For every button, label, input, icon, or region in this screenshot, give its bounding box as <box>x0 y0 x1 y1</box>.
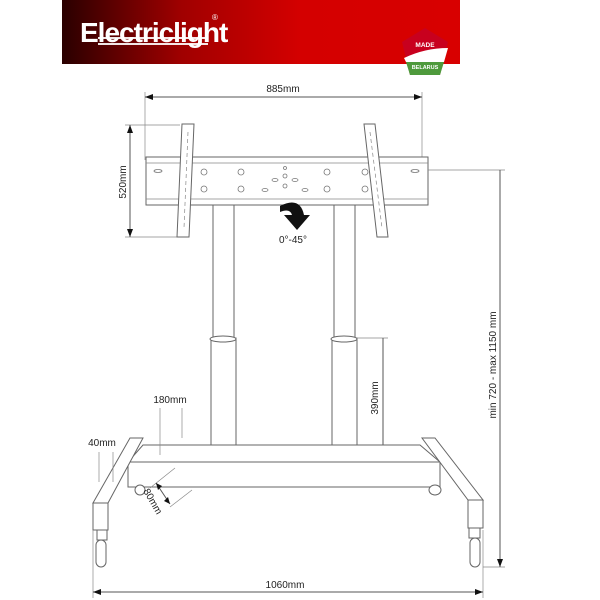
dimension-1060: 1060mm <box>92 530 484 598</box>
vesa-arm-left <box>176 123 195 238</box>
base-frame <box>92 437 485 531</box>
label-390: 390mm <box>370 381 381 414</box>
label-80: 80mm <box>140 487 163 517</box>
caster-wheel-right <box>468 527 481 568</box>
brand-logo: Electriclight <box>80 17 228 48</box>
badge-in: IN <box>422 56 428 62</box>
dimension-40: 40mm <box>88 438 116 482</box>
dimension-390: 390mm <box>357 337 390 459</box>
label-180: 180mm <box>153 395 186 406</box>
pole-left <box>207 204 240 457</box>
tilt-arrow-icon: 0°-45° <box>279 202 310 246</box>
badge-belarus: BELARUS <box>412 65 439 71</box>
label-885: 885mm <box>266 84 299 95</box>
dimension-180: 180mm <box>153 395 187 455</box>
made-in-belarus-badge: MADE IN BELARUS <box>402 28 448 75</box>
label-tilt: 0°-45° <box>279 235 307 246</box>
dimension-height-range: min 720 - max 1150 mm <box>428 169 505 568</box>
brand-banner: Electriclight ® <box>62 0 460 64</box>
caster-wheel-left <box>95 529 108 568</box>
registered-mark: ® <box>212 13 218 22</box>
dimension-885: 885mm <box>144 84 423 165</box>
pole-right <box>328 204 361 457</box>
label-1060: 1060mm <box>266 580 305 591</box>
badge-made: MADE <box>415 42 435 49</box>
label-40: 40mm <box>88 438 116 449</box>
label-520: 520mm <box>118 165 129 198</box>
dimension-520: 520mm <box>118 124 180 238</box>
vesa-arm-right <box>363 123 389 238</box>
label-height-range: min 720 - max 1150 mm <box>488 311 499 418</box>
